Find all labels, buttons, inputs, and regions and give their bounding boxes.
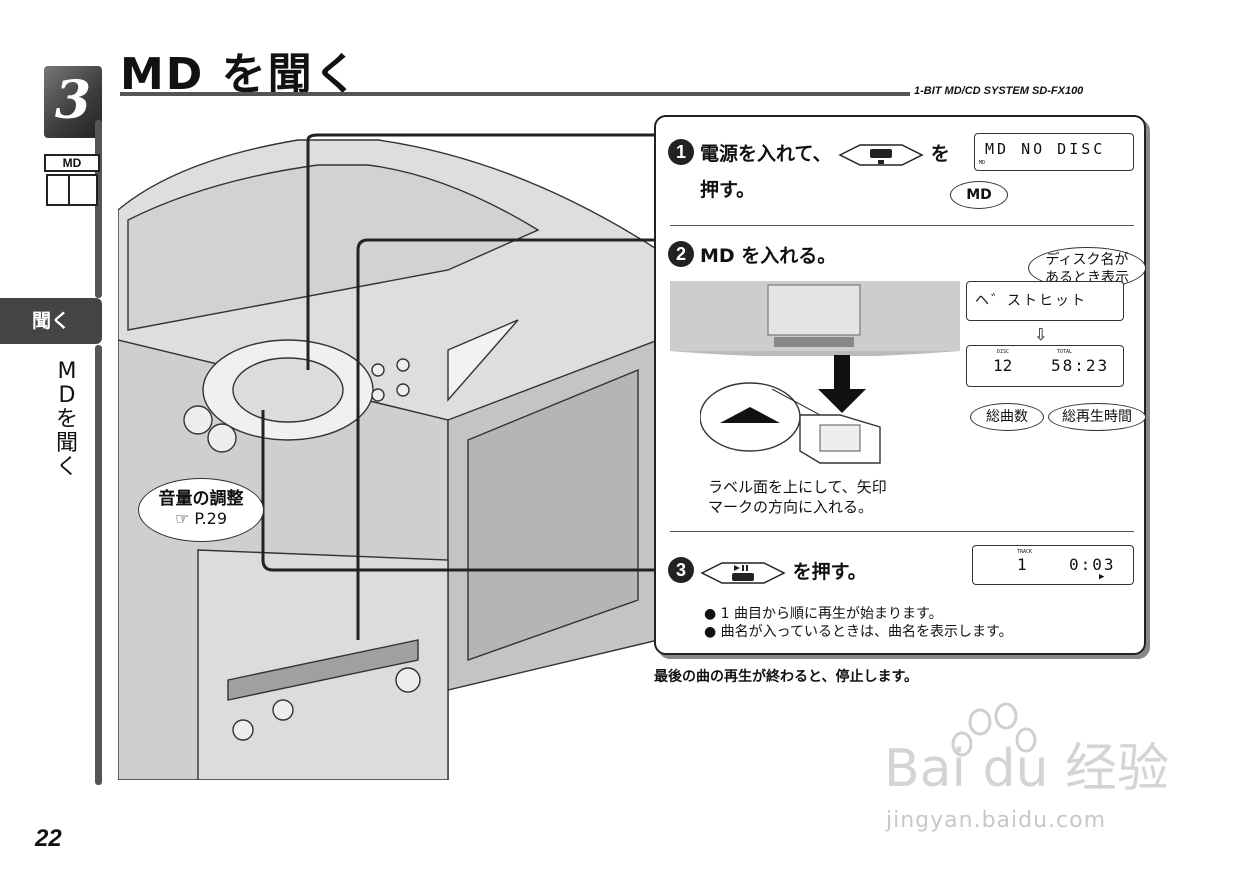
step-1-text: 電源を入れて、 を (700, 139, 950, 167)
disc-name-bubble-line1: ディスク名が (1045, 252, 1129, 268)
step-2-number: 2 (668, 241, 694, 267)
md-front-photo (670, 281, 960, 356)
stereo-device-illustration (118, 133, 658, 780)
step-3-lcd-time: 0:03 (1069, 555, 1116, 574)
page-title: MD を聞く (120, 49, 360, 100)
step-2-text: MD を入れる。 (700, 245, 837, 267)
total-time-label: 総再生時間 (1048, 403, 1146, 431)
vertical-section-label: M D を 聞 く (52, 360, 82, 480)
step-1-number: 1 (668, 139, 694, 165)
step-divider (670, 531, 1134, 532)
sidebar-bar-top (95, 120, 102, 298)
footer-note: 最後の曲の再生が終わると、停止します。 (654, 669, 919, 685)
step-3-bullet-text: 1 曲目から順に再生が始まります。 (720, 606, 943, 622)
md-disc-icon: MD (44, 154, 100, 206)
step-3-text: を押す。 (700, 557, 867, 585)
total-tracks-label: 総曲数 (970, 403, 1044, 431)
step-3-text-after: を押す。 (792, 561, 867, 583)
step-2-lcd-total-time: 58:23 (1051, 356, 1110, 375)
step-2-insert-note: ラベル面を上にして、矢印 マークの方向に入れる。 (708, 477, 887, 517)
step-2-insert-note-line2: マークの方向に入れる。 (708, 498, 874, 516)
watermark-brand: Bai du 经验 (884, 739, 1169, 799)
step-3-number: 3 (668, 557, 694, 583)
chapter-badge: 3 (44, 66, 102, 138)
step-3-lcd: TRACK 1 0:03 ▶ (972, 545, 1134, 585)
title-rule (120, 92, 910, 96)
step-1-text-after: を (930, 143, 950, 165)
step-3-bullet: ● 1 曲目から順に再生が始まります。 (704, 606, 943, 622)
volume-callout: 音量の調整 ☞ P.29 (138, 478, 264, 542)
sidebar-bar-bottom (95, 345, 102, 785)
md-icon-body (46, 174, 98, 206)
chapter-number: 3 (54, 70, 92, 131)
instruction-panel: 1 電源を入れて、 を 押す。 MD NO DISC MD MD 2 MD を入… (654, 115, 1146, 655)
vertical-char: を (55, 407, 78, 432)
step-2-lcd-total-label: TOTAL (1057, 349, 1073, 355)
play-pause-md-button-icon (700, 561, 786, 584)
step-2-lcd-disc-name: ヘ゛ストヒット (975, 293, 1087, 309)
step-1-lcd-indicator: MD (979, 160, 986, 166)
page-number: 22 (35, 825, 62, 852)
play-indicator-icon: ▶ (1099, 572, 1105, 582)
md-insert-diagram (700, 355, 881, 464)
vertical-char: D (58, 383, 76, 408)
step-3-bullet-text: 曲名が入っているときは、曲名を表示します。 (720, 624, 1013, 640)
step-divider (670, 225, 1134, 226)
vertical-char: M (57, 359, 77, 384)
step-2-lcd-tracks: 12 (993, 356, 1013, 375)
step-2-insert-note-line1: ラベル面を上にして、矢印 (708, 478, 887, 496)
vertical-char: 聞 (55, 431, 78, 456)
step-1-md-tag: MD (950, 181, 1008, 209)
step-3-lcd-track-label: TRACK (1017, 549, 1033, 555)
baidu-paw-icon: Bai du 经验 (884, 702, 1169, 799)
step-3-lcd-track: 1 (1017, 555, 1027, 574)
volume-callout-ref: ☞ P.29 (174, 509, 228, 528)
step-3-bullet: ● 曲名が入っているときは、曲名を表示します。 (704, 624, 1013, 640)
step-1-text-before: 電源を入れて、 (700, 143, 832, 165)
step-2-lcd-totals: DISC TOTAL 12 58:23 (966, 345, 1124, 387)
md-icon-label: MD (44, 154, 100, 172)
volume-callout-title: 音量の調整 (158, 489, 244, 509)
step-1-text-line2: 押す。 (700, 179, 756, 201)
section-tab[interactable]: 聞く (0, 298, 102, 344)
step-1-lcd-text: MD NO DISC (985, 140, 1106, 158)
step-1-lcd: MD NO DISC MD (974, 133, 1134, 171)
step-2-lcd-name: ヘ゛ストヒット (966, 281, 1124, 321)
vertical-char: く (55, 455, 78, 480)
md-power-button-icon (838, 143, 924, 166)
step-2-lcd-disc-label: DISC (997, 349, 1010, 355)
down-arrow-icon: ⇩ (1034, 325, 1048, 344)
system-name: 1-BIT MD/CD SYSTEM SD-FX100 (914, 85, 1084, 97)
watermark-url: jingyan.baidu.com (886, 808, 1107, 833)
